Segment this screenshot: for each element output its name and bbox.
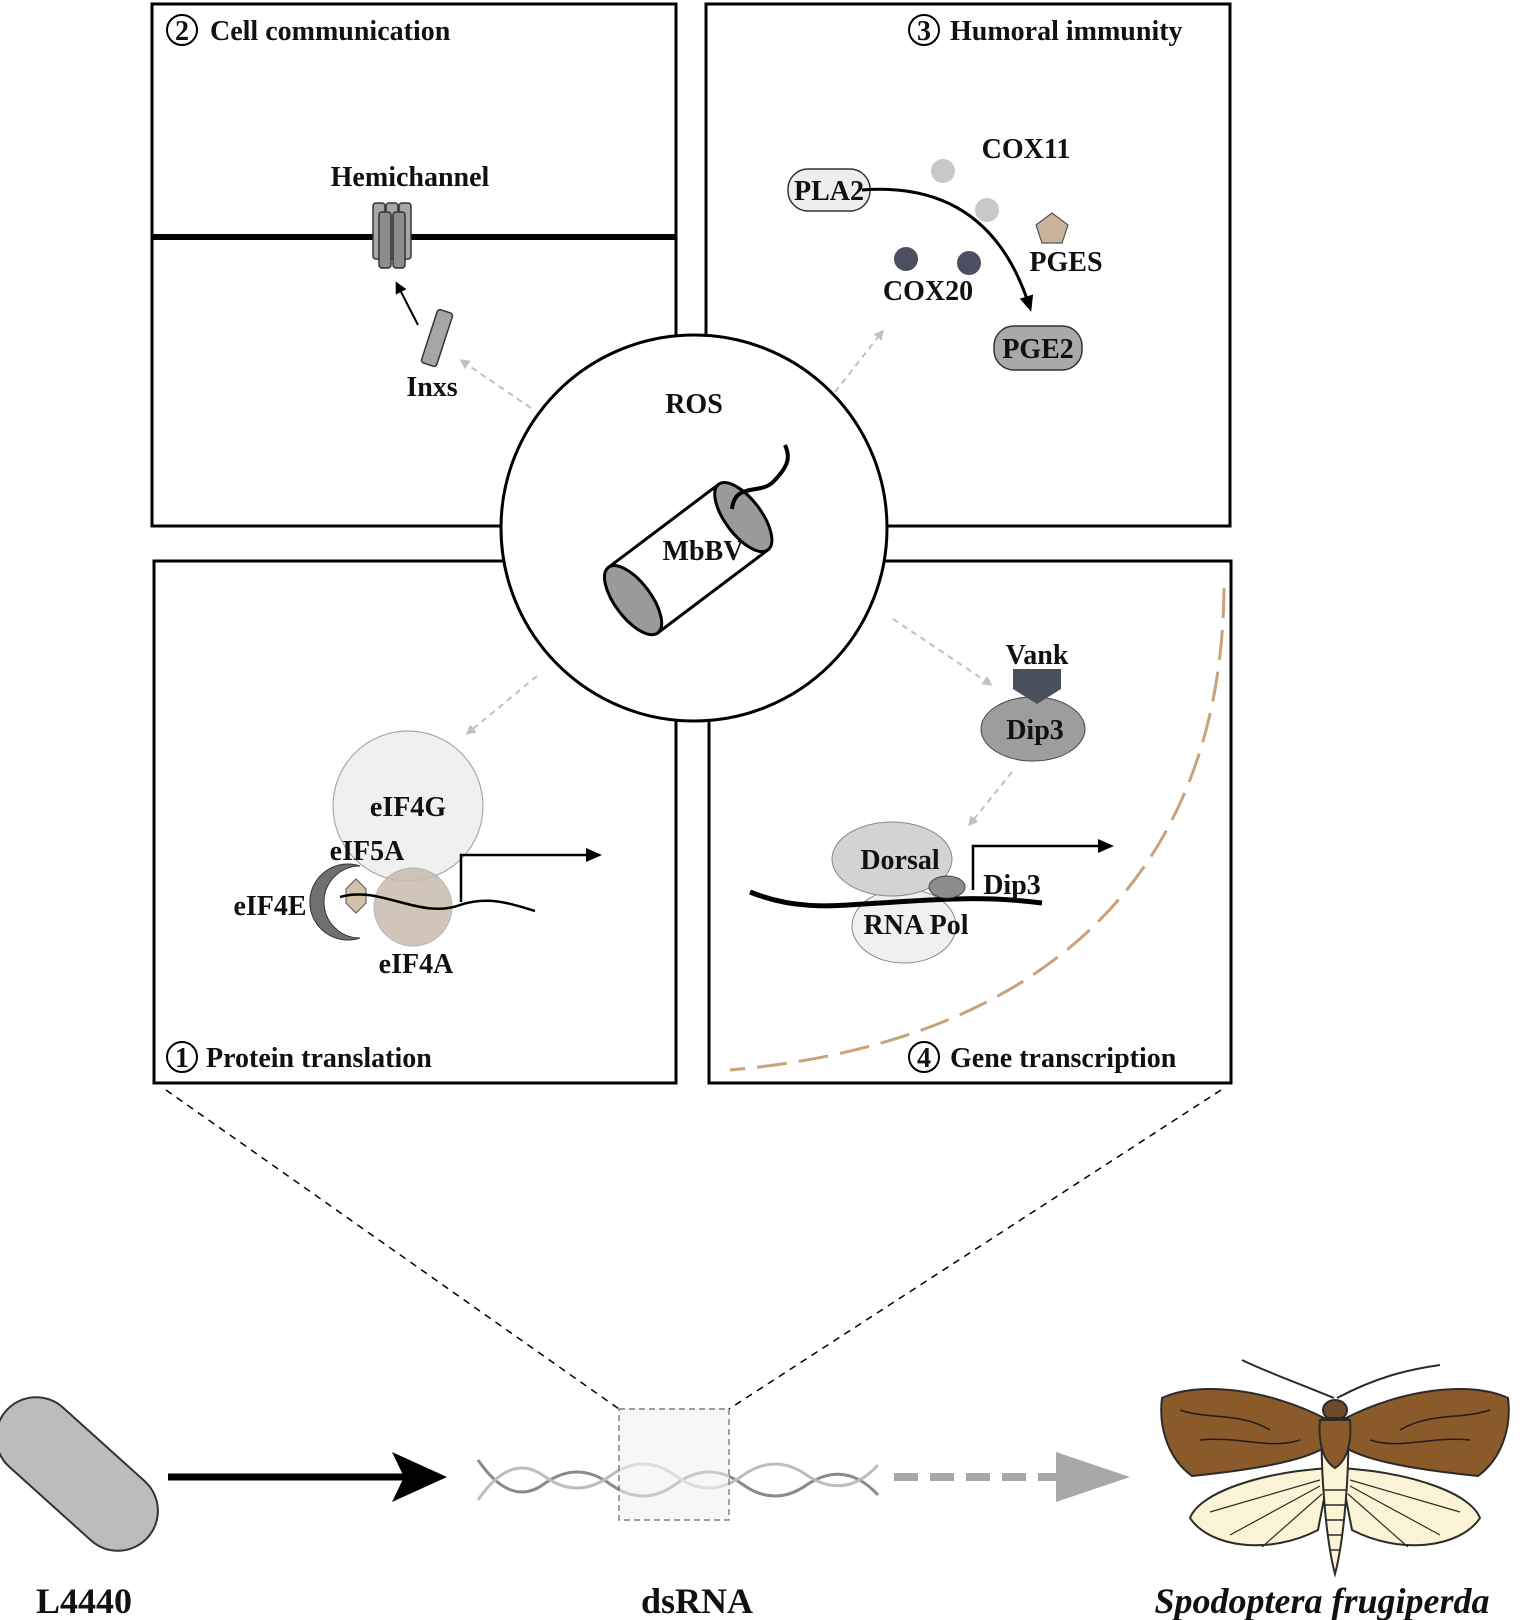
mbbv-label: MbBV — [663, 536, 744, 567]
dorsal-label: Dorsal — [860, 845, 940, 876]
number-badge — [166, 14, 198, 46]
arrow-to-gene-transcription — [892, 618, 993, 686]
cox11-dot — [931, 159, 955, 183]
dna-strand — [749, 889, 1043, 909]
number-badge — [908, 1041, 940, 1073]
dip3-top-label: Dip3 — [1006, 715, 1064, 746]
inxs-icon — [420, 308, 454, 368]
number-badge — [908, 14, 940, 46]
cox20-label: COX20 — [883, 276, 973, 307]
eif5a-hexagon-icon — [345, 878, 367, 914]
eif4e-crescent-icon — [309, 863, 361, 941]
pla2-label: PLA2 — [794, 176, 864, 207]
bottom-row: L4440 dsRNA Spodoptera frugiperda — [0, 1089, 1510, 1620]
moth-hindwing-left — [1188, 1466, 1332, 1547]
arrow-to-protein-translation — [465, 675, 538, 735]
rna-pol-label: RNA Pol — [864, 910, 969, 941]
pla2-to-pge2-arrow — [861, 187, 1034, 312]
panel-frame — [150, 2, 678, 528]
bacterium-icon — [0, 1396, 159, 1552]
mrna-strand — [339, 893, 536, 913]
pges-pentagon-icon — [1035, 212, 1069, 244]
insect-label: Spodoptera frugiperda — [1154, 1581, 1489, 1620]
viral-dna-tail — [730, 444, 790, 510]
eif4a-label: eIF4A — [379, 949, 454, 980]
panel-frame — [707, 559, 1233, 1085]
panel-gene-transcription: 4 Gene transcription Vank Dip3 Dorsal Di… — [707, 559, 1233, 1085]
feeding-arrow-head — [1056, 1452, 1130, 1502]
moth-hindwing-veins — [1209, 1479, 1461, 1548]
center-virus-circle: ROS MbBV — [499, 333, 889, 723]
dsrna-label: dsRNA — [641, 1581, 753, 1620]
production-arrow-head — [392, 1452, 447, 1502]
panel-protein-translation: 1 Protein translation eIF4G eIF5A eIF4E … — [152, 559, 678, 1085]
panel-title: Humoral immunity — [950, 16, 1183, 47]
moth-wing-pattern — [1179, 1409, 1491, 1445]
panel-cell-communication: 2 Cell communication Hemichannel Inxs — [150, 2, 678, 528]
inxs-to-hemichannel-arrow — [395, 281, 419, 326]
moth-forewing-right — [1345, 1387, 1510, 1478]
pge2-node — [993, 325, 1083, 371]
number-badge — [166, 1041, 198, 1073]
panel-number: 2 — [175, 16, 189, 47]
arrow-to-humoral-immunity — [834, 329, 884, 393]
moth-icon — [1160, 1359, 1510, 1578]
panel-humoral-immunity: 3 Humoral immunity PLA2 COX11 PGES COX20… — [704, 2, 1232, 528]
cox11-dot — [975, 198, 999, 222]
dip3-small-node — [928, 875, 966, 899]
panel-frame — [704, 2, 1232, 528]
hemichannel-icon — [372, 202, 412, 269]
panel-title: Cell communication — [210, 16, 451, 47]
panel-number: 3 — [917, 16, 931, 47]
vank-shape-icon — [1013, 669, 1061, 704]
mbbv-virus-icon — [603, 481, 774, 637]
pges-label: PGES — [1029, 247, 1102, 278]
panel-number: 4 — [917, 1043, 931, 1074]
vank-label: Vank — [1006, 640, 1069, 671]
ros-label: ROS — [665, 389, 723, 420]
translation-start-arrow — [459, 848, 602, 902]
zoom-line-left — [165, 1089, 620, 1410]
moth-abdomen-segments — [1324, 1489, 1346, 1551]
eif4g-label: eIF4G — [370, 792, 446, 823]
dip3-to-dorsal-arrow — [968, 771, 1013, 827]
nucleus-boundary — [729, 587, 1226, 1072]
panel-frame — [152, 559, 678, 1085]
eif4a-blob — [373, 867, 453, 947]
bacterium-label: L4440 — [36, 1581, 132, 1620]
transcription-start-arrow — [971, 839, 1114, 890]
moth-thorax — [1318, 1419, 1352, 1470]
moth-antenna — [1241, 1359, 1441, 1399]
eif4e-label: eIF4E — [233, 891, 306, 922]
cox20-dot — [957, 251, 981, 275]
pge2-label: PGE2 — [1002, 334, 1074, 365]
cox20-dot — [894, 247, 918, 271]
inxs-label: Inxs — [406, 372, 457, 403]
center-arrows — [459, 329, 993, 735]
panel-title: Gene transcription — [950, 1043, 1177, 1074]
dorsal-blob — [831, 821, 953, 897]
panel-title: Protein translation — [206, 1043, 432, 1074]
panel-number: 1 — [175, 1043, 189, 1074]
moth-hindwing-right — [1338, 1466, 1482, 1547]
dsrna-zoom-box — [618, 1408, 730, 1521]
dip3-label: Dip3 — [983, 870, 1041, 901]
arrow-to-cell-communication — [459, 359, 532, 409]
moth-forewing-left — [1160, 1387, 1325, 1478]
zoom-line-right — [728, 1089, 1222, 1410]
hemichannel-label: Hemichannel — [331, 162, 490, 193]
eif5a-label: eIF5A — [330, 836, 405, 867]
cox11-label: COX11 — [982, 134, 1071, 165]
